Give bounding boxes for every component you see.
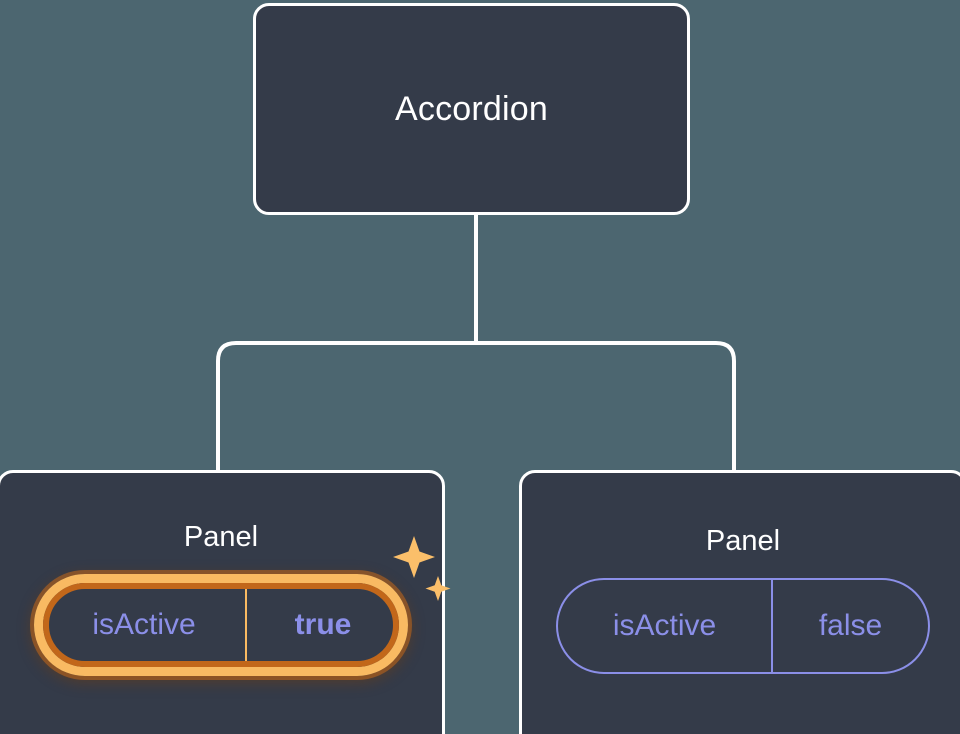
prop-pill-active-wrap: isActive true [34,536,451,676]
prop-pill-inactive-wrap: isActive false [556,578,930,674]
prop-key-inactive: isActive [612,609,717,642]
sparkles-icon [393,536,451,601]
prop-value-active: true [245,583,399,667]
prop-pill-inactive[interactable]: isActive false [556,578,930,674]
node-panel-active-title: Panel [183,521,259,553]
node-accordion[interactable]: Accordion [253,3,690,215]
node-panel-inactive[interactable]: Panel isActive false [519,470,960,734]
node-panel-active[interactable]: Panel isActive true [0,470,451,734]
prop-pill-active[interactable]: isActive true [34,574,408,676]
edge-split-bar [216,341,736,472]
node-panel-inactive-title: Panel [705,525,781,557]
prop-key-active: isActive [92,608,196,641]
node-accordion-title: Accordion [395,90,548,128]
prop-value-inactive: false [771,580,928,672]
